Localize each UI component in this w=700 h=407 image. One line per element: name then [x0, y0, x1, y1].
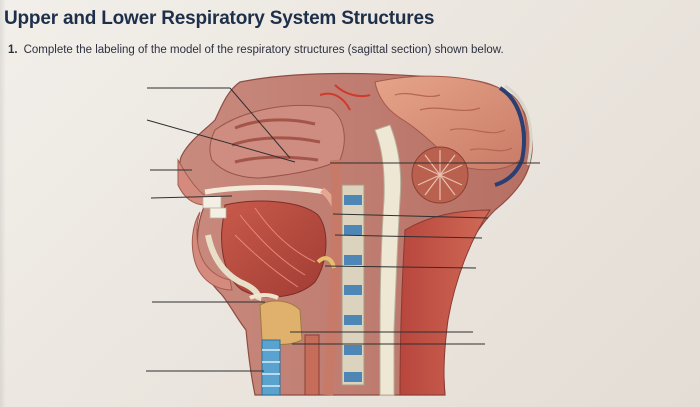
- nasal-conchae: [231, 118, 321, 164]
- tongue-fibers: [234, 207, 316, 288]
- hard-palate: [204, 185, 326, 195]
- page-title: Upper and Lower Respiratory System Struc…: [4, 8, 435, 29]
- trachea: [261, 339, 281, 396]
- larynx: [259, 300, 303, 345]
- cerebrum: [374, 75, 527, 171]
- upper-teeth: [202, 195, 222, 209]
- label-lines: [146, 87, 540, 372]
- label-line-8: [324, 265, 477, 269]
- hyoid: [249, 293, 279, 300]
- lower-lip: [191, 211, 233, 291]
- label-line-1-leader: [229, 87, 291, 159]
- brainstem: [374, 124, 402, 396]
- cerebellum-folia: [417, 150, 463, 200]
- label-line-2: [146, 119, 296, 163]
- label-line-6: [332, 213, 489, 219]
- esophagus: [304, 334, 320, 396]
- question-number: 1.: [8, 44, 18, 56]
- lower-teeth: [209, 207, 227, 219]
- question-instruction: 1. Complete the labeling of the model of …: [8, 44, 504, 56]
- question-text: Complete the labeling of the model of th…: [23, 44, 504, 56]
- skull-edge-light: [504, 84, 533, 166]
- label-line-7: [334, 234, 483, 239]
- skull-edge: [494, 86, 526, 187]
- label-line-4: [150, 195, 233, 199]
- page-shadow: [0, 0, 6, 407]
- trachea-rings: [262, 349, 280, 387]
- frontal-sinus-vessels: [319, 84, 371, 111]
- pharynx: [323, 159, 342, 396]
- posterior-neck-muscles: [399, 209, 491, 396]
- brain-folds: [394, 92, 513, 152]
